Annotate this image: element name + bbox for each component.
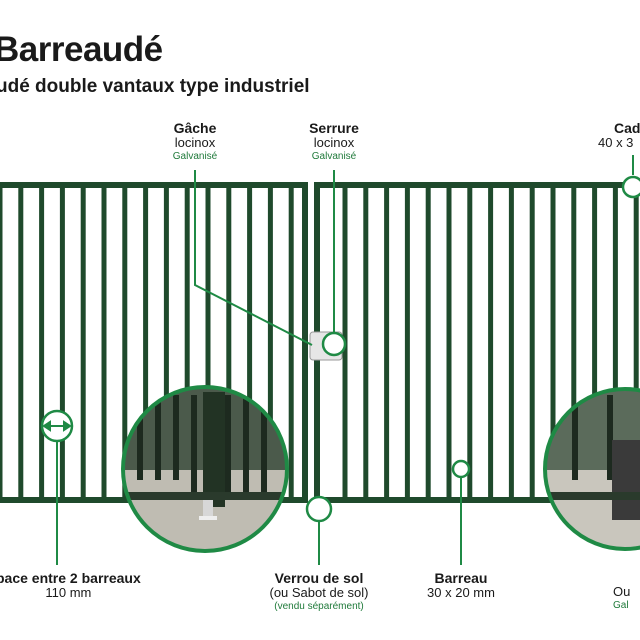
option-label: Ou	[613, 584, 631, 599]
callout-lock: Serrure locinox Galvanisé	[299, 120, 369, 163]
frame-label: Cad	[614, 120, 640, 136]
strike-label: Gâche	[173, 120, 217, 136]
lock-marker	[321, 331, 347, 357]
bar-label: Barreau	[434, 570, 488, 586]
bar-spacing-label: pace entre 2 barreaux	[0, 570, 141, 586]
bar-spacing-value: 110 mm	[45, 585, 92, 601]
callout-bar-spacing: pace entre 2 barreaux 110 mm	[0, 570, 141, 601]
ground-bolt-marker	[305, 495, 333, 523]
page-subtitle: udé double vantaux type industriel	[0, 76, 310, 97]
callout-strike: Gâche locinox Galvanisé	[165, 120, 225, 163]
frame-size: 40 x 3	[598, 135, 634, 151]
lock-finish: Galvanisé	[311, 151, 357, 163]
lock-label: Serrure	[309, 120, 359, 136]
option-finish: Gal	[613, 599, 629, 611]
strike-brand: locinox	[174, 135, 216, 151]
callout-ground-bolt: Verrou de sol (ou Sabot de sol) (vendu s…	[259, 570, 379, 613]
callout-frame: Cad 40 x 3	[598, 120, 640, 151]
lock-brand: locinox	[313, 135, 355, 151]
callout-option: Ou Gal	[613, 584, 631, 611]
ground-bolt-alt: (ou Sabot de sol)	[269, 585, 369, 601]
page-title: Barreaudé	[0, 30, 163, 69]
leader-lines	[56, 155, 634, 565]
frame-marker	[621, 175, 640, 199]
double-arrow-icon	[42, 420, 72, 432]
bar-size: 30 x 20 mm	[427, 585, 495, 601]
bar-marker	[451, 459, 471, 479]
ground-bolt-label: Verrou de sol	[274, 570, 364, 586]
strike-finish: Galvanisé	[172, 151, 218, 163]
callout-bar: Barreau 30 x 20 mm	[416, 570, 506, 601]
ground-bolt-note: (vendu séparément)	[274, 601, 364, 613]
